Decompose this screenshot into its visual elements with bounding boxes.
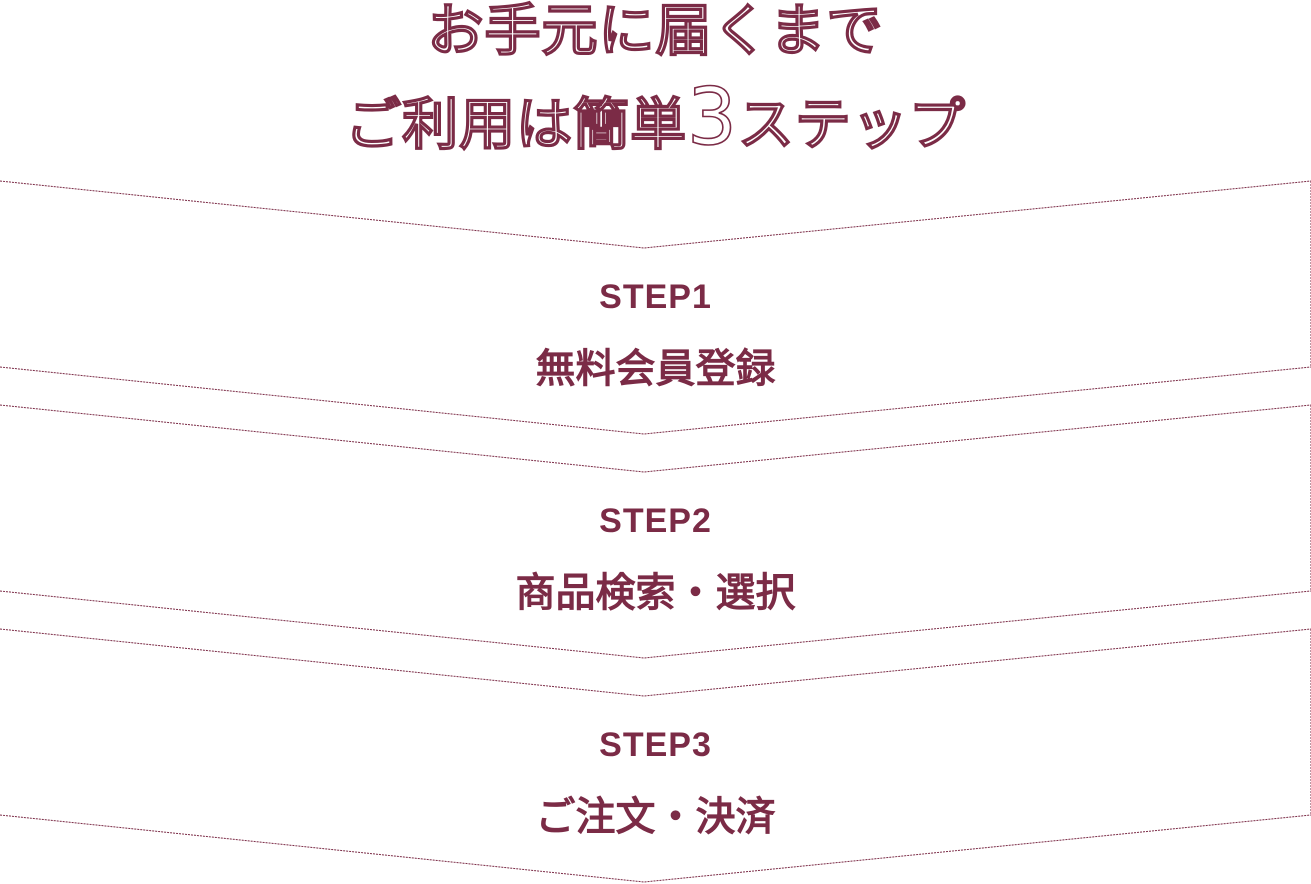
step-1-label: STEP1 (599, 278, 712, 316)
step-2-label: STEP2 (599, 502, 712, 540)
step-3-label: STEP3 (599, 726, 712, 764)
step-2-text: 商品検索・選択 (515, 570, 796, 616)
heading-suffix: ステップ (737, 92, 966, 158)
step-1-text: 無料会員登録 (535, 346, 776, 392)
heading-line-1: お手元に届くまで (427, 0, 884, 64)
heading-line-2: ご利用は簡単3ステップ (0, 78, 1311, 164)
heading-prefix: ご利用は簡単 (344, 92, 688, 158)
step-3-text: ご注文・決済 (535, 794, 776, 840)
heading-step-count: 3 (686, 73, 738, 163)
